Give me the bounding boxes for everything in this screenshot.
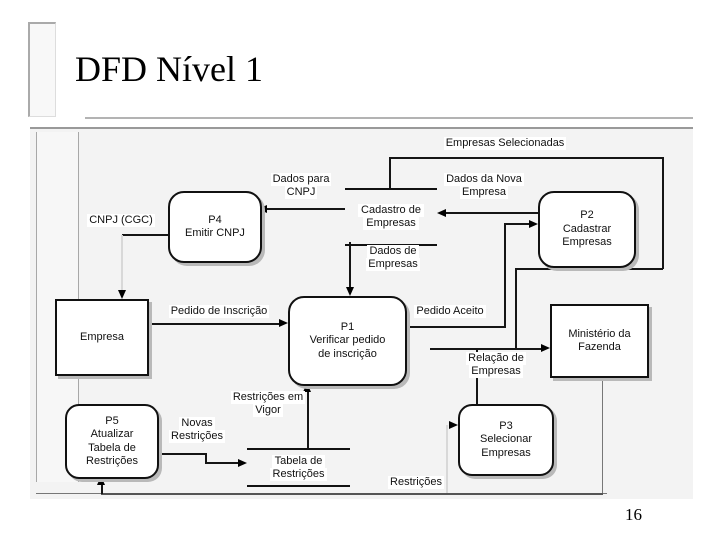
datastore-cadastro-empresas: Cadastro de Empresas <box>345 188 437 246</box>
process-p5-label-1: Atualizar <box>90 428 134 440</box>
connector-novas-restricoes-2 <box>205 453 207 463</box>
process-p1-label-2: de inscrição <box>318 347 377 360</box>
connector-pedido-aceito-v <box>504 224 506 327</box>
entity-ministerio-label-1: Ministério da <box>568 327 631 340</box>
process-p2-label-1: Cadastrar <box>562 222 612 235</box>
datastore-tabela-restricoes: Tabela de Restrições <box>247 448 350 487</box>
connector-dados-para-cnpj <box>262 208 345 210</box>
datastore-tabela-label-2: Restrições <box>269 467 328 481</box>
arrowhead-into-empresa <box>118 290 126 299</box>
page-number: 16 <box>625 505 642 524</box>
connector-into-p5 <box>101 485 103 494</box>
connector-empresas-selecionadas-top <box>389 157 664 159</box>
entity-empresa-label: Empresa <box>79 330 125 343</box>
arrowhead-into-tabela <box>238 459 247 467</box>
flow-label-empresas-selecionadas: Empresas Selecionadas <box>443 137 567 150</box>
connector-novas-restricoes-1 <box>155 453 206 455</box>
connector-cnpj-cgc-v <box>121 235 123 290</box>
connector-restricoes-vigor <box>307 392 309 450</box>
connector-pedido-aceito-h <box>403 326 506 328</box>
process-p5-id: P5 <box>105 414 119 427</box>
process-p3-label-2: Empresas <box>481 446 531 459</box>
process-p5: P5 Atualizar Tabela de Restrições <box>65 404 159 479</box>
process-p3-label-1: Selecionar <box>480 433 532 446</box>
process-p2-id: P2 <box>580 209 594 222</box>
arrowhead-into-p5 <box>97 476 105 485</box>
process-p1: P1 Verificar pedido de inscrição <box>288 296 407 386</box>
flow-label-novas-restricoes: Novas Restrições <box>169 417 225 443</box>
datastore-cadastro-label-2: Empresas <box>363 217 419 230</box>
connector-empresas-selecionadas-left <box>389 157 391 189</box>
entity-empresa: Empresa <box>55 299 149 376</box>
arrowhead-into-ministerio <box>541 344 550 352</box>
flow-label-dados-de-empresas: Dados de Empresas <box>366 245 420 271</box>
arrowhead-into-p1-left <box>279 319 288 327</box>
process-p5-label-3: Restrições <box>86 455 138 467</box>
flow-label-dados-da-nova-empresa: Dados da Nova Empresa <box>444 173 524 199</box>
process-p1-id: P1 <box>340 320 355 333</box>
arrowhead-into-p3 <box>449 421 458 429</box>
title-rule <box>85 117 693 119</box>
arrowhead-into-p4 <box>258 205 267 213</box>
entity-ministerio-label-2: Fazenda <box>578 341 621 353</box>
connector-empresas-selecionadas-right <box>662 157 664 269</box>
connector-cnpj-cgc-h <box>122 234 168 236</box>
datastore-tabela-label-1: Tabela de <box>271 454 326 468</box>
process-p4-label: Emitir CNPJ <box>185 227 245 239</box>
connector-empresas-selecionadas-down <box>515 268 517 349</box>
connector-dados-nova-empresa <box>442 212 538 214</box>
arrowhead-into-p1-bottom <box>303 383 311 392</box>
process-p2: P2 Cadastrar Empresas <box>538 191 636 268</box>
connector-dados-de-empresas <box>349 242 351 288</box>
connector-ministerio-down <box>602 374 603 494</box>
flow-label-pedido-aceito: Pedido Aceito <box>414 305 486 318</box>
datastore-cadastro-label-1: Cadastro de <box>358 204 424 217</box>
flow-label-relacao-de-empresas: Relação de Empresas <box>466 352 526 378</box>
process-p1-label-1: Verificar pedido <box>309 334 386 347</box>
arrowhead-into-p1-top <box>346 287 354 296</box>
entity-ministerio-fazenda: Ministério da Fazenda <box>550 304 649 378</box>
process-p3: P3 Selecionar Empresas <box>458 404 554 476</box>
title-accent-bar <box>28 22 56 117</box>
connector-pedido-aceito-top <box>504 223 531 225</box>
arrowhead-into-p2 <box>529 220 538 228</box>
page-title: DFD Nível 1 <box>75 49 263 89</box>
flow-label-cnpj-cgc: CNPJ (CGC) <box>87 214 155 227</box>
diagram-canvas: P4 Emitir CNPJ P2 Cadastrar Empresas P1 … <box>30 127 693 499</box>
flow-label-restricoes: Restrições <box>388 476 444 489</box>
connector-restricoes-p3 <box>446 425 448 493</box>
connector-empresas-selecionadas-mid <box>515 268 663 270</box>
connector-restricoes-bottom <box>101 493 603 495</box>
flow-label-dados-para-cnpj: Dados para CNPJ <box>270 173 332 199</box>
process-p2-label-2: Empresas <box>562 236 612 249</box>
process-p3-id: P3 <box>499 419 513 432</box>
process-p4: P4 Emitir CNPJ <box>168 191 262 263</box>
connector-pedido-inscricao <box>145 323 280 325</box>
flow-label-pedido-de-inscricao: Pedido de Inscrição <box>168 305 270 318</box>
connector-relacao-h <box>430 348 542 350</box>
process-p5-label-2: Tabela de <box>88 441 136 454</box>
arrowhead-into-cadastro <box>437 209 446 217</box>
connector-novas-restricoes-3 <box>205 462 238 464</box>
process-p4-id: P4 <box>208 213 222 226</box>
flow-label-restricoes-em-vigor: Restrições em Vigor <box>230 391 306 417</box>
